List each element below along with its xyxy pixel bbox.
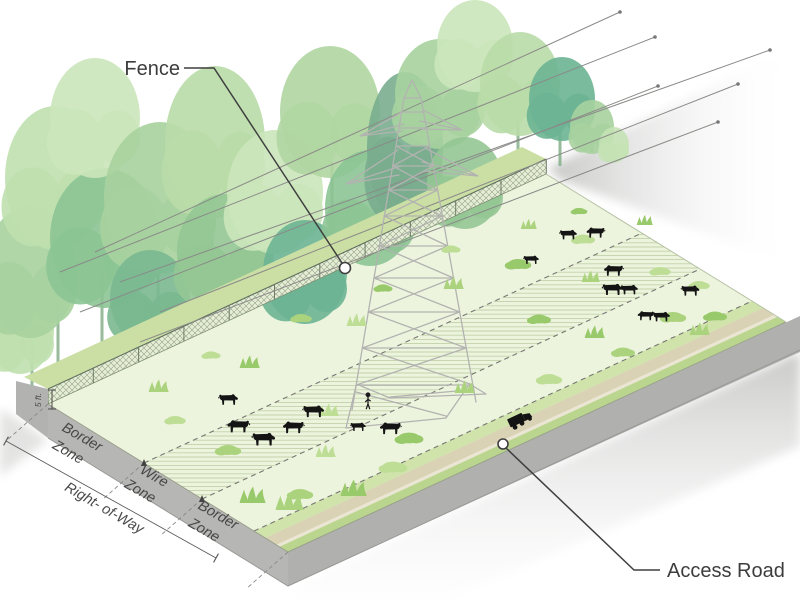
fence-height-dimension <box>48 389 56 410</box>
access-road-marker <box>497 438 509 450</box>
access-road-surface <box>265 308 774 545</box>
fence-marker <box>338 261 352 275</box>
fence-mesh <box>48 159 546 404</box>
fence-line <box>16 147 547 438</box>
zone-extension-lines <box>5 403 289 590</box>
road-shoulder <box>276 315 777 547</box>
person-icon <box>364 392 372 410</box>
power-lines <box>59 10 772 343</box>
slab-face-left <box>48 404 288 586</box>
tree-canopies <box>0 0 629 374</box>
utility-truck-icon <box>507 412 533 430</box>
road-verge-outer <box>279 317 786 552</box>
access-road-callout: Access Road <box>497 438 785 582</box>
slab-face-right <box>288 316 800 586</box>
access-road-label: Access Road <box>667 560 785 582</box>
fence-label: Fence <box>124 58 180 80</box>
right-of-way-dimension <box>3 436 219 563</box>
fence-callout: Fence <box>124 58 352 275</box>
slab-end-cap <box>16 381 48 438</box>
fence-height-label: 5 ft. <box>33 393 43 407</box>
field-surface <box>48 174 786 552</box>
transmission-tower-icon <box>345 79 487 429</box>
shadow-wedges <box>0 42 800 600</box>
slab-sides <box>47 316 800 587</box>
